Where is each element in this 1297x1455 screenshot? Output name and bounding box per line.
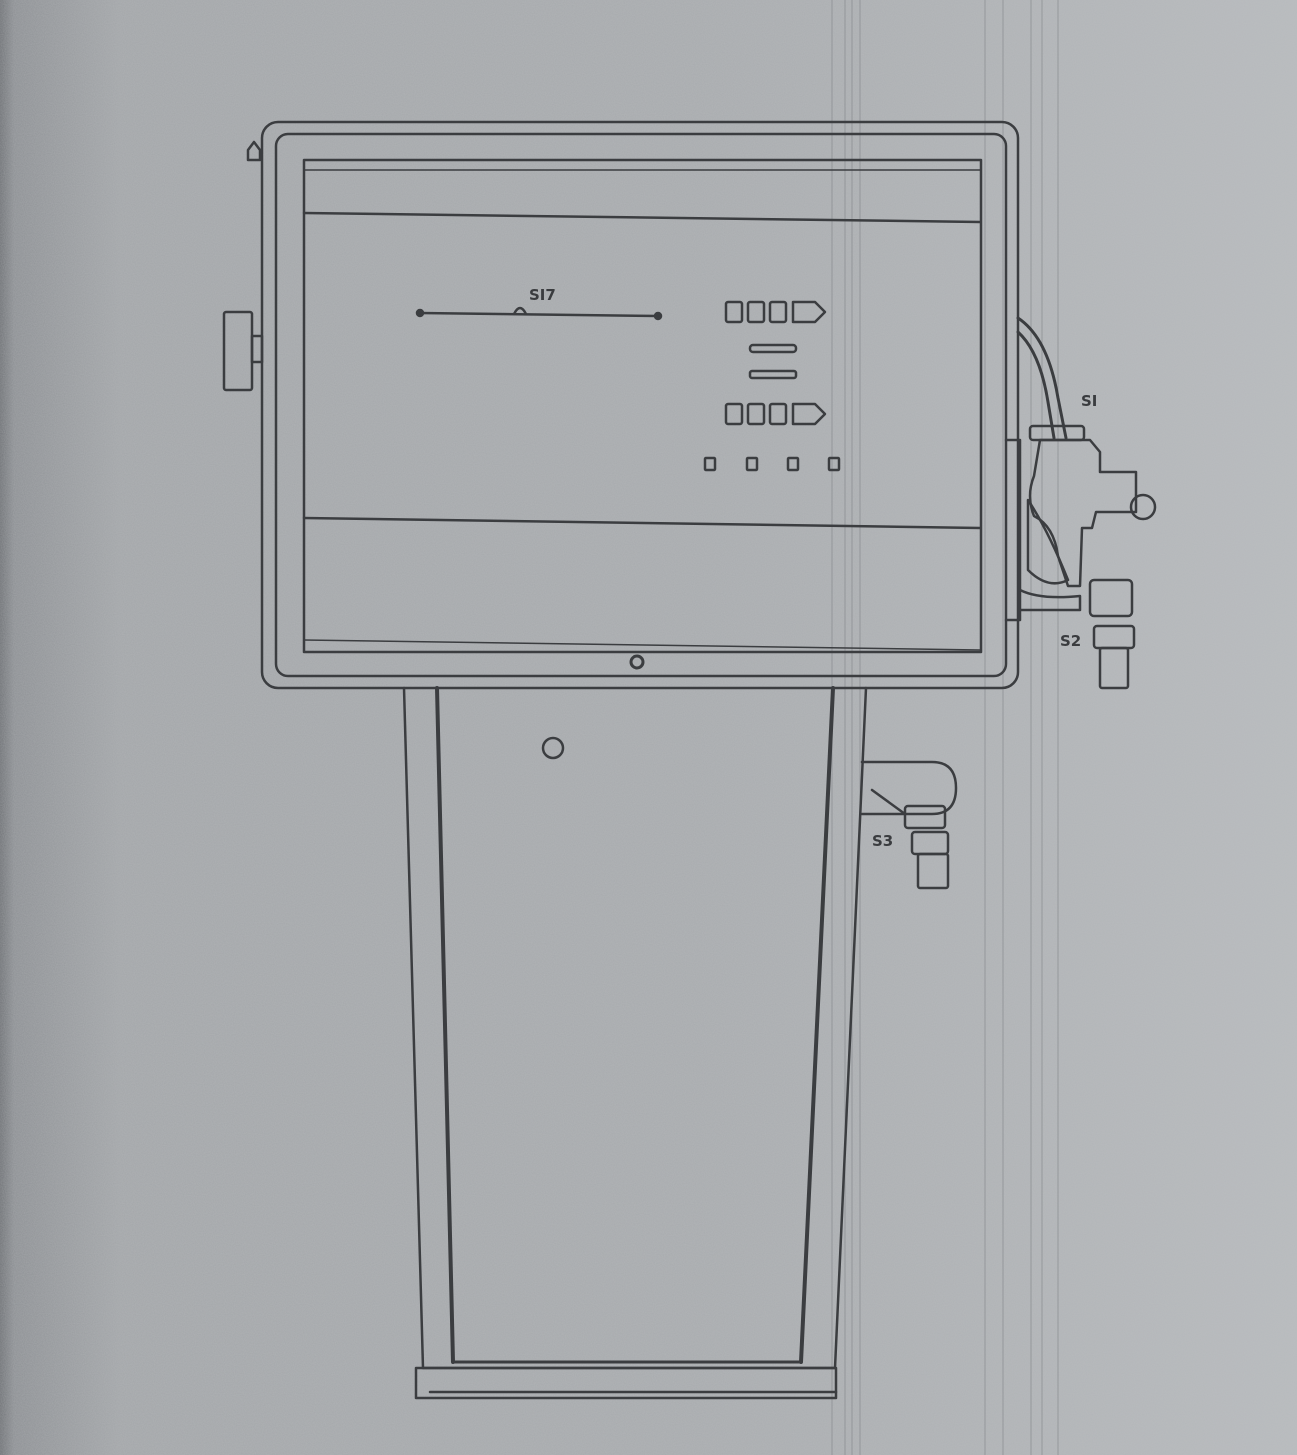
nozzle-boot [1004, 438, 1022, 622]
panel-lower-divider [302, 516, 982, 530]
s17-lever [418, 311, 660, 318]
label-s1: SI [1081, 392, 1097, 410]
s3-bracket [860, 760, 958, 816]
hose-upper [1016, 316, 1068, 440]
label-s17: SI7 [529, 286, 556, 304]
panel-upper-divider [302, 211, 982, 224]
indicator-slot-1 [748, 343, 798, 354]
s17-pivot [512, 306, 528, 316]
nozzle [1018, 424, 1157, 612]
display-panel [302, 158, 983, 654]
upper-digit-display [724, 300, 827, 324]
s2-fitting [1088, 578, 1136, 690]
pedestal-lock-icon [541, 736, 565, 760]
side-hook [246, 140, 262, 162]
head-lock-icon [629, 654, 645, 670]
head-housing-inner [274, 132, 1008, 678]
base-plate [414, 1366, 838, 1400]
scan-streaks [831, 0, 1059, 1455]
label-s3: S3 [872, 832, 893, 850]
preset-buttons [703, 456, 841, 472]
indicator-slot-2 [748, 369, 798, 380]
label-s2: S2 [1060, 632, 1081, 650]
head-housing-outer [260, 120, 1020, 690]
s3-fitting [870, 788, 950, 890]
lower-digit-display [724, 402, 827, 426]
